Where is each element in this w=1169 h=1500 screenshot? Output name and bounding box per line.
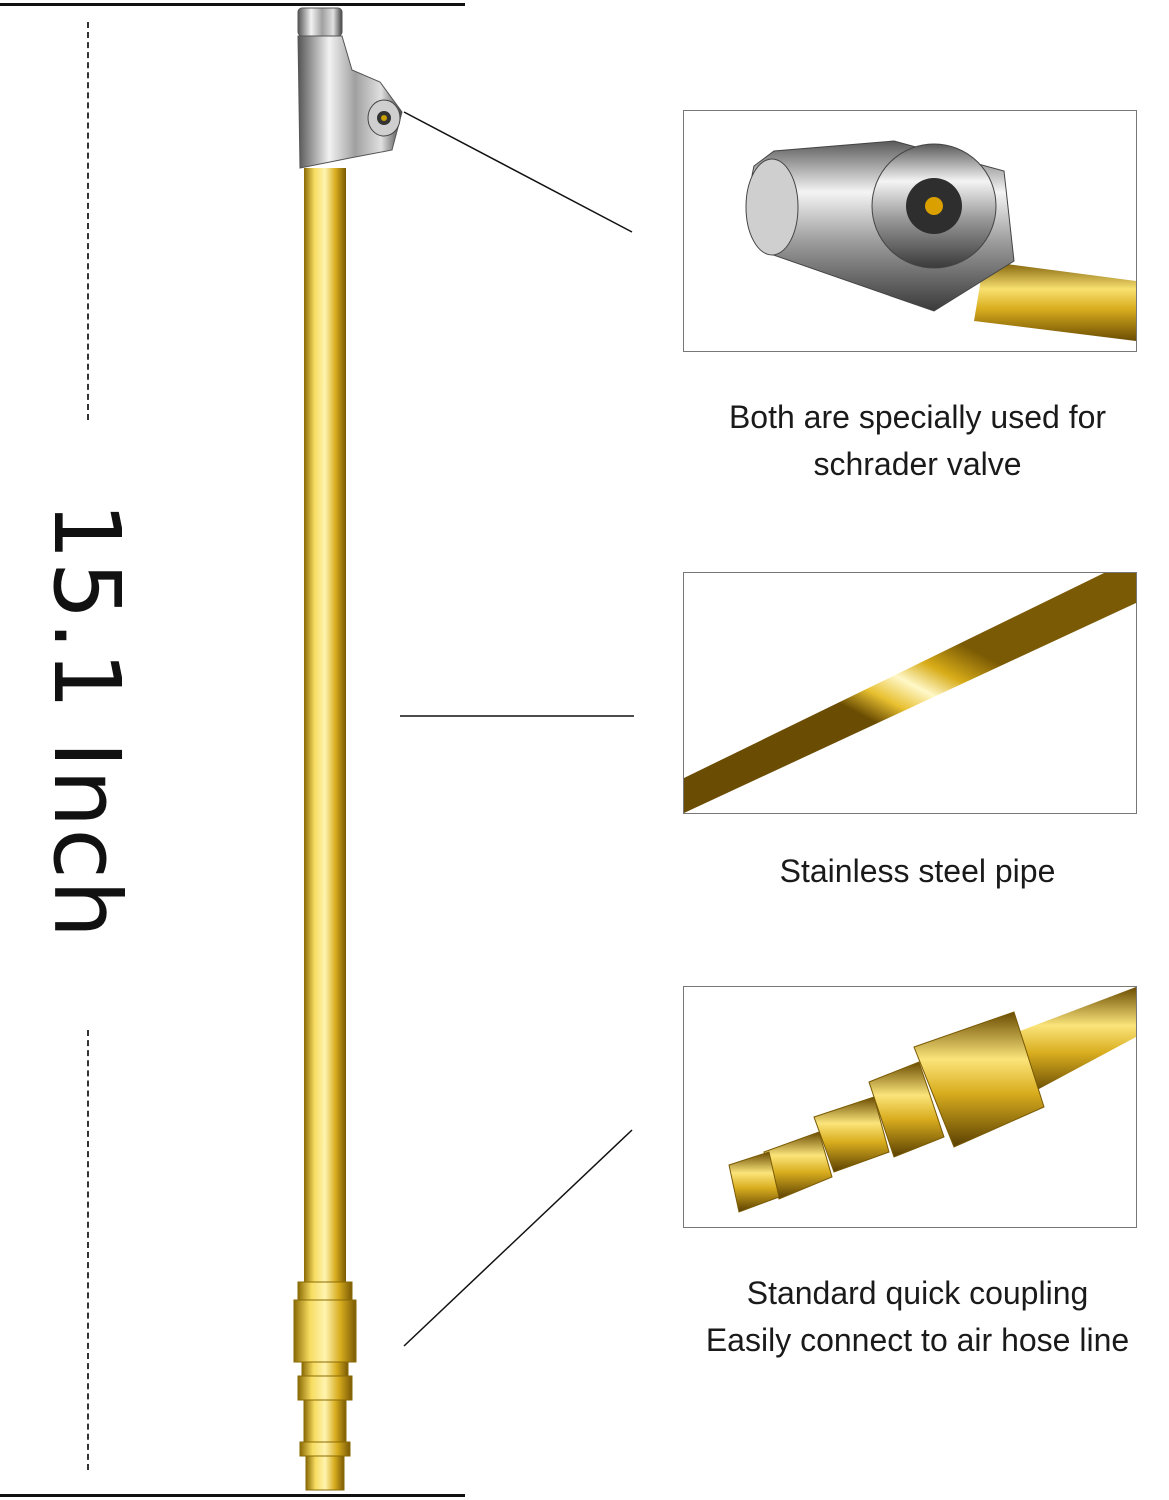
feature-image-coupler <box>683 986 1137 1228</box>
feature-image-pipe <box>683 572 1137 814</box>
dimension-dash-lower <box>87 1030 89 1470</box>
chuck-closeup-icon <box>745 140 1136 341</box>
dimension-top-line <box>0 3 465 6</box>
coupler-closeup-icon <box>728 987 1136 1213</box>
caption-chuck: Both are specially used for schrader val… <box>728 399 1107 482</box>
coupler-icon <box>293 1281 357 1491</box>
chuck-head-icon <box>297 7 403 169</box>
dimension-bottom-line <box>0 1494 465 1497</box>
steel-pipe-icon <box>304 168 346 1288</box>
dimension-dash-upper <box>87 22 89 420</box>
caption-coupler: Standard quick coupling Easily connect t… <box>705 1275 1130 1358</box>
inflator-tool-illustration <box>293 7 403 1491</box>
caption-pipe: Stainless steel pipe <box>779 853 1056 889</box>
pipe-closeup-icon <box>684 573 1136 813</box>
feature-image-chuck <box>683 110 1137 352</box>
